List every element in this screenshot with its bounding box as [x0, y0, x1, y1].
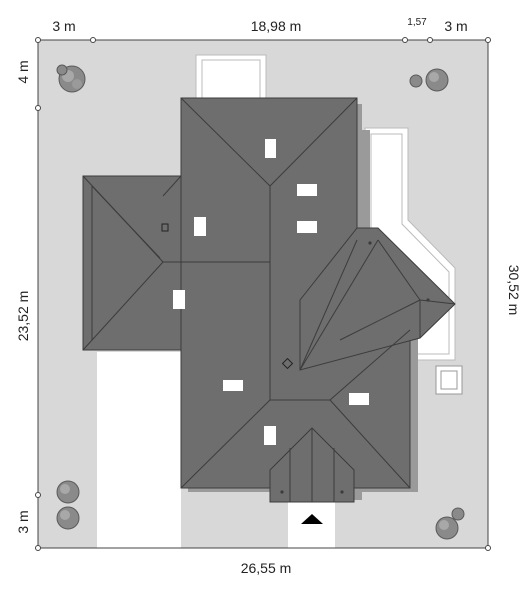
dim-right-total: 30,52 m	[506, 265, 522, 316]
vent	[281, 357, 294, 370]
tree-icon	[451, 507, 465, 521]
terrace-top	[195, 54, 267, 101]
skylight	[264, 426, 276, 445]
tree-group-bottom-left	[56, 480, 80, 530]
skylights	[173, 139, 369, 445]
tree-group-bottom-right	[435, 507, 465, 540]
dimension-lines	[37, 39, 489, 549]
skylight	[297, 184, 317, 196]
house-roof	[82, 97, 456, 503]
entrance-arrow-icon	[301, 514, 323, 524]
tree-icon	[56, 506, 80, 530]
chimney	[161, 223, 169, 232]
dim-left-height: 23,52 m	[15, 291, 31, 342]
tree-icon	[56, 64, 68, 76]
small-terrace-inner	[440, 370, 458, 390]
dim-bottom-total: 26,55 m	[241, 560, 292, 576]
dim-top-right: 3 m	[444, 18, 467, 34]
dim-top-left: 3 m	[52, 18, 75, 34]
driveway-left	[97, 352, 181, 548]
tree-group-top-left	[56, 64, 86, 93]
dimension-markers	[35, 37, 491, 551]
dim-left-bottom: 3 m	[15, 510, 31, 533]
tree-icon	[56, 480, 80, 504]
dim-top-small: 1,57	[407, 17, 427, 28]
skylight	[173, 290, 185, 309]
dim-top-width: 18,98 m	[251, 18, 302, 34]
tree-icon	[435, 516, 459, 540]
tree-group-top-right	[409, 68, 449, 92]
skylight	[265, 139, 276, 158]
roof-lines	[82, 97, 456, 502]
small-terrace	[435, 365, 463, 395]
skylight	[297, 221, 317, 233]
skylight	[194, 217, 206, 236]
tree-icon	[425, 68, 449, 92]
tree-icon	[409, 74, 423, 88]
skylight	[349, 393, 369, 405]
porch-dots	[280, 241, 430, 494]
dim-left-top: 4 m	[15, 60, 31, 83]
skylight	[223, 380, 243, 391]
